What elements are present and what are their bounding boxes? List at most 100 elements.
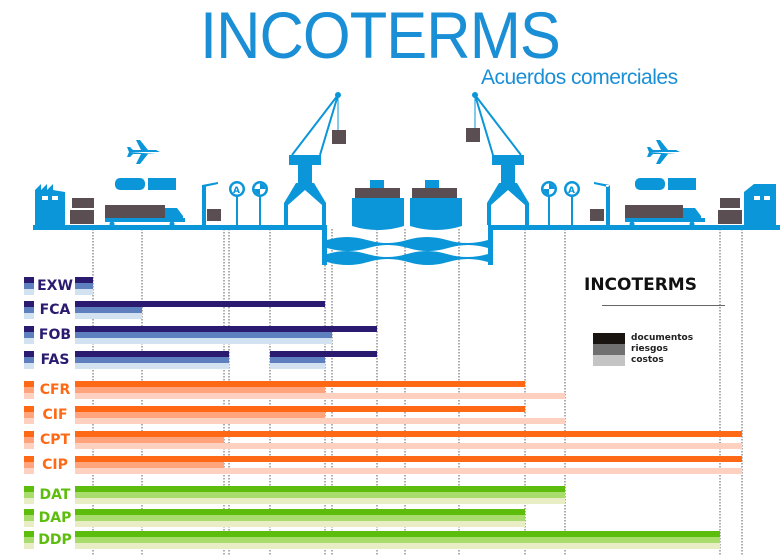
legend-label-costs: costos <box>631 355 664 365</box>
legend-label-documents: documentos <box>631 333 694 343</box>
term-swatch <box>24 307 34 313</box>
legend-swatch-documents <box>593 333 625 344</box>
svg-text:A: A <box>568 186 575 196</box>
fas-risk-bar <box>270 357 325 363</box>
ddp-cost-bar <box>75 543 720 549</box>
scene: A <box>33 92 780 265</box>
fob-risk-bar <box>75 332 332 338</box>
legend: INCOTERMS documentos riesgos costos <box>578 275 725 366</box>
fas-cost-bar <box>75 363 229 369</box>
term-code-cfr: CFR <box>39 382 71 398</box>
fca-cost-bar <box>75 313 142 319</box>
term-swatch <box>24 456 34 462</box>
term-swatch <box>24 486 34 492</box>
cip-cost-bar <box>75 468 742 474</box>
term-swatch <box>24 406 34 412</box>
exw-doc-bar <box>75 277 93 283</box>
ship-icon <box>410 180 462 230</box>
term-swatch <box>24 543 34 549</box>
term-swatch <box>24 531 34 537</box>
legend-title: INCOTERMS <box>584 275 697 295</box>
term-swatch <box>24 351 34 357</box>
term-swatch <box>24 431 34 437</box>
train-icon <box>635 178 696 190</box>
legend-divider <box>602 305 725 306</box>
term-swatch <box>24 387 34 393</box>
fas-doc-bar <box>75 351 229 357</box>
term-code-fca: FCA <box>39 302 71 318</box>
term-swatch <box>24 338 34 344</box>
cfr-doc-bar <box>75 381 525 387</box>
cip-risk-bar <box>75 462 224 468</box>
cip-doc-bar <box>75 456 742 462</box>
dat-risk-bar <box>75 492 565 498</box>
term-code-cpt: CPT <box>39 432 71 448</box>
legend-label-risks: riesgos <box>631 344 668 354</box>
term-code-ddp: DDP <box>38 532 72 548</box>
term-swatch <box>24 332 34 338</box>
cif-risk-bar <box>75 412 325 418</box>
fas-risk-bar <box>75 357 229 363</box>
term-code-cip: CIP <box>42 457 68 473</box>
term-swatch <box>24 381 34 387</box>
fas-cost-bar <box>270 363 325 369</box>
main-title: INCOTERMS <box>200 0 561 72</box>
legend-swatch-costs <box>593 355 625 366</box>
dat-cost-bar <box>75 498 565 504</box>
crate-icon <box>590 209 604 221</box>
wave-icon <box>327 237 488 251</box>
crane-icon <box>472 92 529 225</box>
fob-doc-bar <box>75 326 377 332</box>
legend-swatch-risks <box>593 344 625 355</box>
crane-icon <box>284 92 341 225</box>
airplane-icon <box>127 140 160 164</box>
fca-risk-bar <box>75 307 142 313</box>
dap-doc-bar <box>75 509 525 515</box>
truck-icon <box>105 205 185 227</box>
dap-risk-bar <box>75 515 525 521</box>
ship-icon <box>352 180 404 230</box>
fca-doc-bar <box>75 301 325 307</box>
term-code-dat: DAT <box>39 487 71 503</box>
fob-cost-bar <box>75 338 332 344</box>
dat-doc-bar <box>75 486 565 492</box>
term-code-exw: EXW <box>37 278 73 294</box>
term-code-cif: CIF <box>42 407 68 423</box>
crate-icon <box>207 209 221 221</box>
ground-left <box>33 225 325 230</box>
cfr-risk-bar <box>75 387 325 393</box>
sign-checker-icon <box>541 181 557 225</box>
subtitle: Acuerdos comerciales <box>481 66 678 89</box>
term-swatch <box>24 301 34 307</box>
ground-right <box>488 225 780 230</box>
exw-risk-bar <box>75 283 93 289</box>
cpt-risk-bar <box>75 437 224 443</box>
term-swatch <box>24 509 34 515</box>
crate-icon <box>332 130 346 144</box>
wave-icon <box>327 251 488 265</box>
term-swatch <box>24 492 34 498</box>
term-swatch <box>24 537 34 543</box>
ddp-doc-bar <box>75 531 720 537</box>
forklift-icon <box>594 182 610 225</box>
fas-doc-bar <box>270 351 377 357</box>
term-swatch <box>24 515 34 521</box>
term-swatch <box>24 326 34 332</box>
term-swatch <box>24 363 34 369</box>
term-code-fas: FAS <box>40 352 70 368</box>
term-swatch <box>24 277 34 283</box>
crate-icon <box>718 198 742 224</box>
cif-cost-bar <box>75 418 565 424</box>
term-swatch <box>24 412 34 418</box>
airplane-icon <box>647 140 680 164</box>
cif-doc-bar <box>75 406 525 412</box>
term-swatch <box>24 468 34 474</box>
term-swatch <box>24 443 34 449</box>
term-swatch <box>24 283 34 289</box>
term-swatch <box>24 393 34 399</box>
crate-icon <box>70 198 94 224</box>
cpt-cost-bar <box>75 443 742 449</box>
term-swatch <box>24 357 34 363</box>
